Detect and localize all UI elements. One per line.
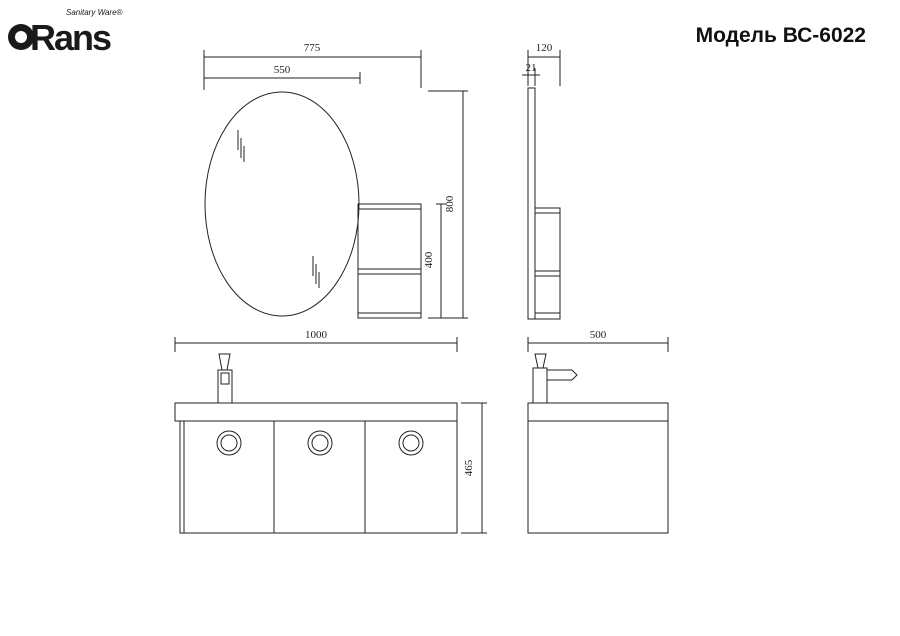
mirror-side-panel <box>527 87 536 320</box>
side-shelf <box>534 207 561 320</box>
cabinet-front-view: 1000 465 <box>174 329 487 534</box>
mirror-side-shelf <box>357 203 422 319</box>
cabinet-door-right <box>364 420 458 534</box>
dim-line-775 <box>203 50 422 90</box>
logo-tagline: Sanitary Ware® <box>66 8 123 17</box>
cabinet-door-left <box>183 420 275 534</box>
dim-line-550 <box>204 72 361 84</box>
dim-label-800: 800 <box>444 195 456 212</box>
mirror-reflection-marks <box>237 130 320 288</box>
logo-wordmark: Rans <box>30 17 112 58</box>
dim-label-21: 21 <box>526 62 537 74</box>
door-handle-right <box>398 430 424 456</box>
dim-label-120: 120 <box>536 42 553 54</box>
cabinet-body-front <box>179 420 458 534</box>
dim-label-465: 465 <box>463 459 475 476</box>
faucet-front <box>217 353 233 404</box>
dim-line-120 <box>527 50 561 86</box>
dim-line-21 <box>522 68 540 86</box>
dim-line-800 <box>428 90 468 319</box>
dim-line-465 <box>461 402 487 534</box>
dim-label-400: 400 <box>423 251 435 268</box>
faucet-side <box>532 353 578 404</box>
dim-label-500: 500 <box>590 329 607 341</box>
dim-line-1000 <box>174 337 458 352</box>
mirror-front-view: 775 550 800 400 <box>203 42 468 319</box>
cabinet-body-side <box>527 420 669 534</box>
cabinet-door-middle <box>273 420 366 534</box>
dim-label-775: 775 <box>304 42 321 54</box>
mirror-side-view: 120 21 <box>522 42 561 320</box>
dim-line-400 <box>436 203 446 318</box>
door-handle-middle <box>307 430 333 456</box>
logo-o-mark <box>8 24 34 50</box>
model-title: Модель ВС-6022 <box>695 24 866 47</box>
door-handle-left <box>216 430 242 456</box>
countertop-front <box>174 402 458 422</box>
oval-mirror <box>204 91 360 317</box>
dim-label-550: 550 <box>274 64 291 76</box>
dim-label-1000: 1000 <box>305 329 328 341</box>
cabinet-side-view: 500 <box>527 329 669 534</box>
countertop-side <box>527 402 669 422</box>
brand-logo: Rans Sanitary Ware® <box>6 8 146 58</box>
dim-line-500 <box>527 337 669 352</box>
